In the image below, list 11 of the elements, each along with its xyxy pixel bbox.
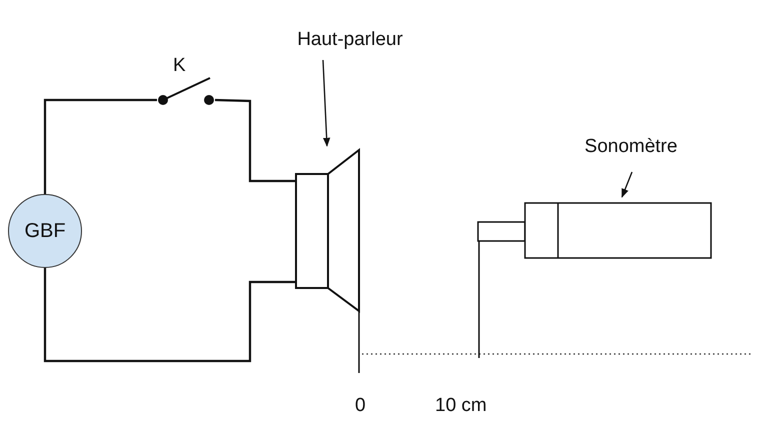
distance-label: 0 (355, 396, 366, 415)
wire (44, 98, 157, 194)
wire (44, 268, 295, 362)
part-label: Haut-parleur (280, 30, 420, 49)
switch-label: K (173, 56, 186, 75)
wire (214, 98, 295, 182)
leader-line (322, 60, 330, 147)
part-label: Sonomètre (576, 137, 686, 156)
generator-symbol: GBF (8, 194, 82, 268)
distance-label: 10 cm (435, 396, 487, 415)
leader-line (621, 172, 633, 198)
